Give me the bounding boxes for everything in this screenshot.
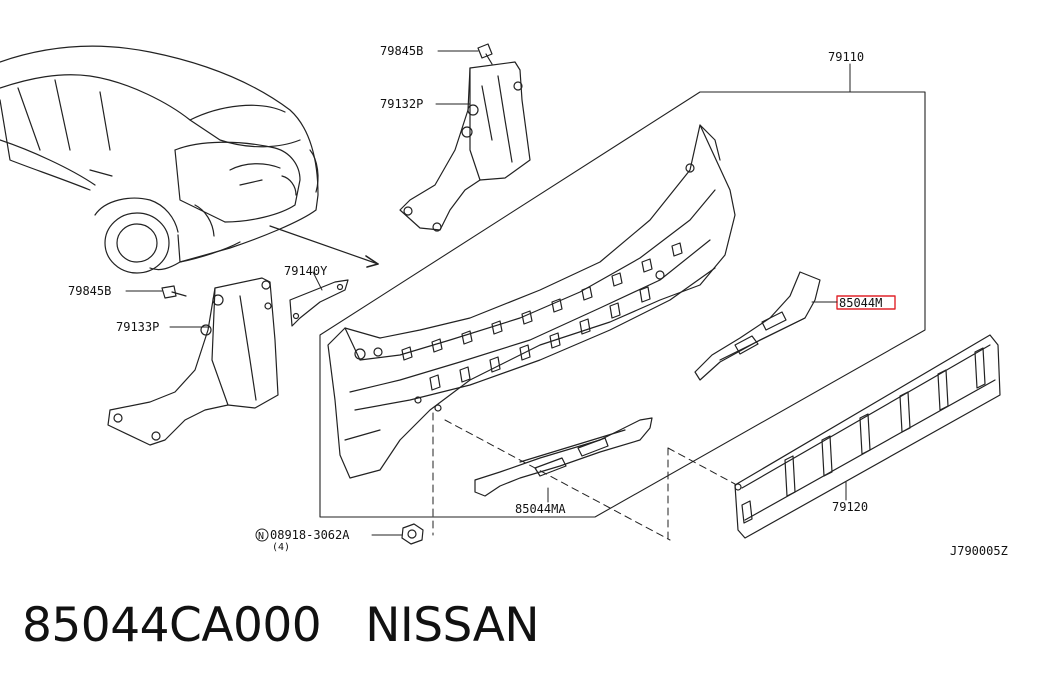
callout-79120: 79120 [832, 500, 868, 514]
callout-79110: 79110 [828, 50, 864, 64]
callout-79140y: 79140Y [284, 264, 328, 278]
callout-79133p: 79133P [116, 320, 159, 334]
callout-79845b-upper: 79845B [380, 44, 423, 58]
caption: 85044CA000 NISSAN [22, 598, 540, 653]
leader-lines [125, 50, 851, 536]
nut-icon [401, 523, 424, 545]
member-85044ma [474, 417, 653, 497]
finisher-79120 [734, 334, 1001, 539]
alignment-lines [432, 412, 736, 541]
direction-arrow [269, 225, 379, 268]
bracket-lower [107, 277, 279, 446]
nut-prefix: N [258, 531, 264, 542]
vehicle-illustration [0, 45, 319, 274]
callout-85044m: 85044M [839, 296, 882, 310]
callout-79132p: 79132P [380, 97, 423, 111]
assembly-frame [319, 91, 926, 518]
bracket-upper [399, 43, 531, 232]
part-number: 85044CA000 [22, 598, 322, 653]
callout-85044ma: 85044MA [515, 502, 566, 516]
reinforcement-85044m [694, 271, 821, 381]
callout-79845b-lower: 79845B [68, 284, 111, 298]
nut-code: 08918-3062A [270, 528, 350, 542]
nut-qty: (4) [272, 542, 290, 553]
figure-code: J790005Z [950, 544, 1008, 558]
brand-name: NISSAN [365, 598, 540, 653]
bracket-small [289, 279, 349, 327]
callout-nut: N 08918-3062A (4) [255, 528, 350, 553]
rear-panel [327, 124, 736, 479]
